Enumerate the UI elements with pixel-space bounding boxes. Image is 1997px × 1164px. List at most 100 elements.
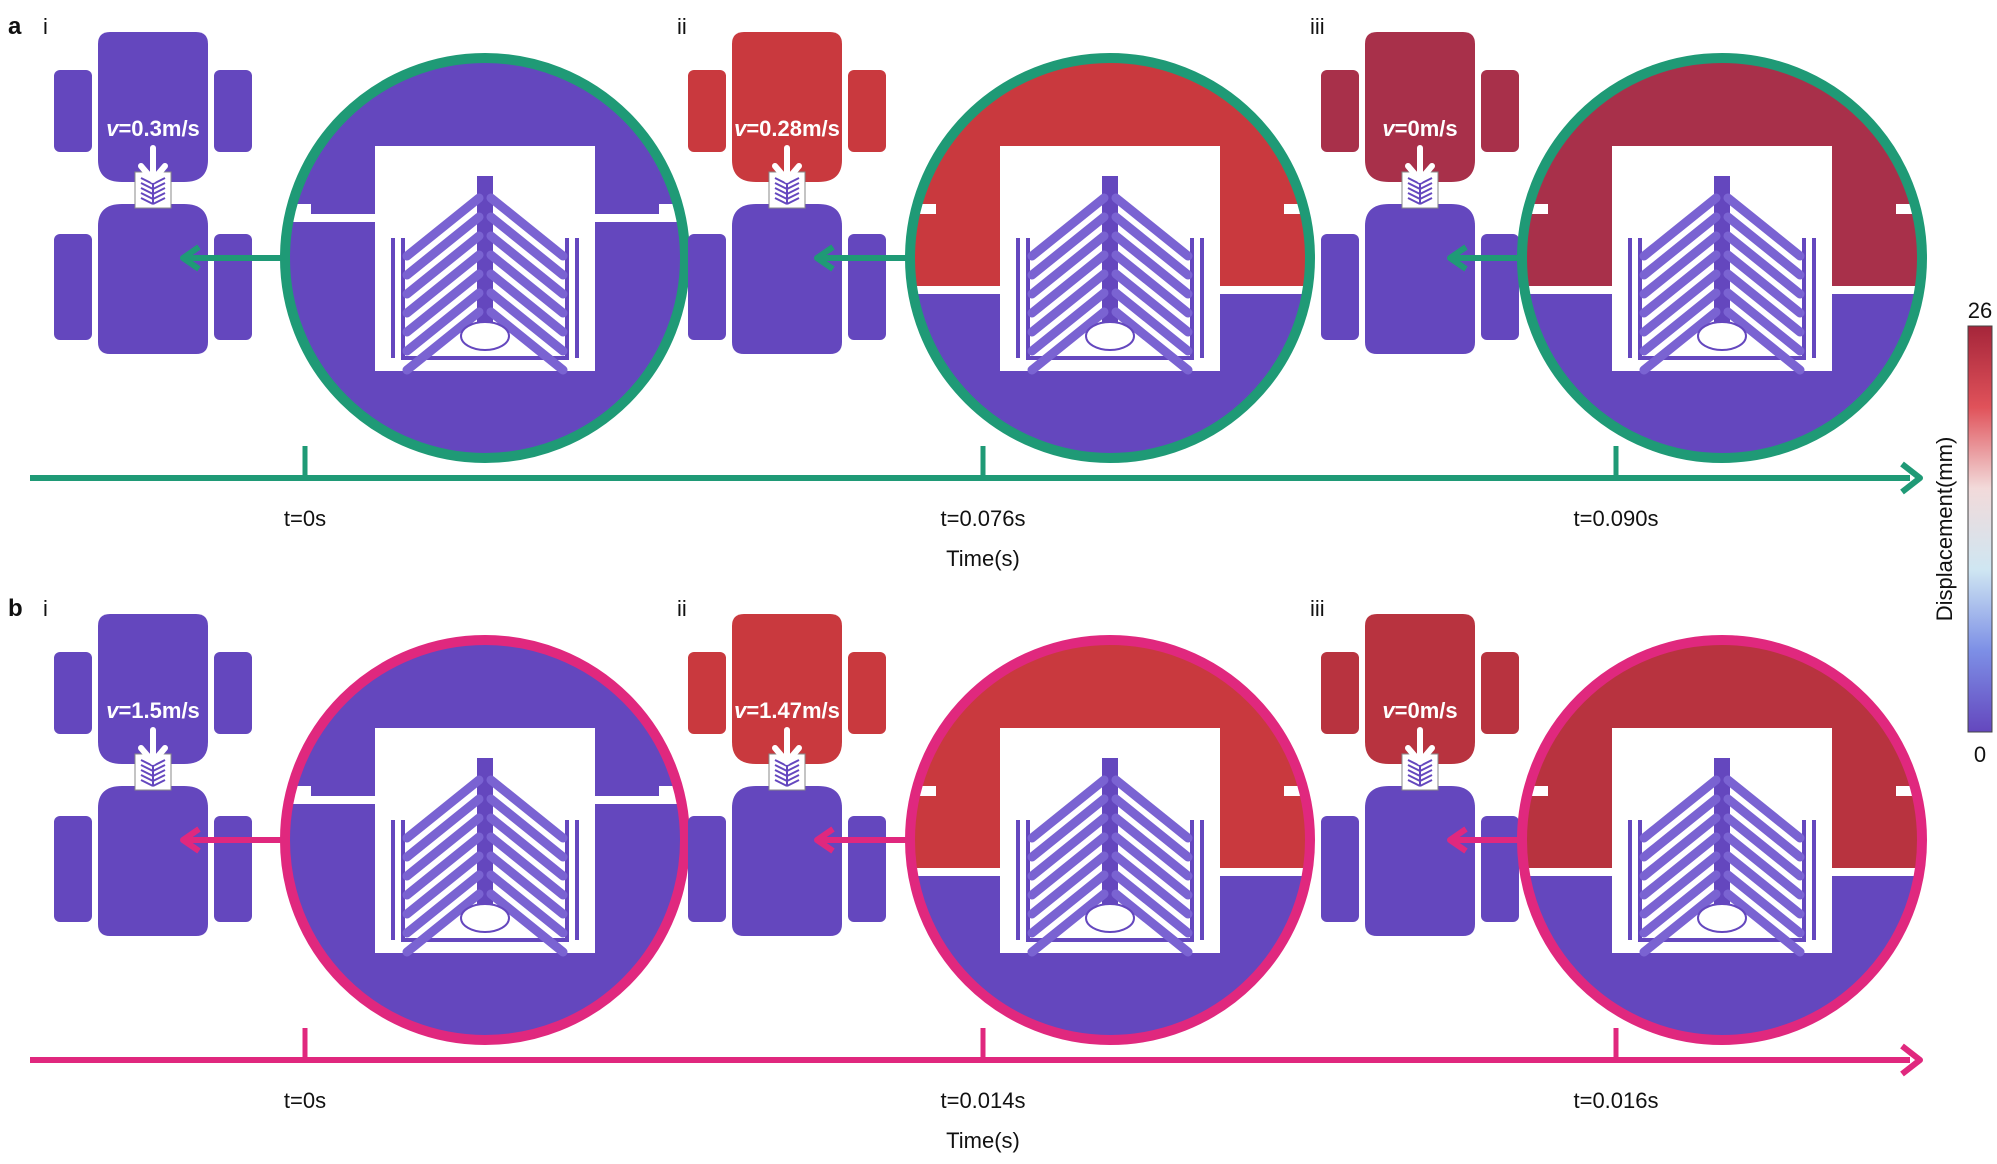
velocity-value: =1.47m/s — [746, 698, 840, 723]
absorber-beam — [486, 288, 568, 356]
absorber-beam — [1111, 212, 1193, 280]
row-label: a — [8, 13, 22, 40]
zoom-slot — [1522, 204, 1548, 214]
absorber-beam — [402, 775, 484, 843]
vehicle-wheel — [214, 652, 252, 734]
absorber-beam-small — [774, 177, 788, 185]
absorber-beam-small — [1407, 187, 1421, 195]
velocity-value: =0.28m/s — [746, 116, 840, 141]
pointer-arrowhead-icon — [1447, 826, 1468, 854]
zoom-content — [1522, 58, 1922, 458]
absorber-beam — [1111, 832, 1193, 900]
vehicle-wheel — [54, 70, 92, 152]
absorber-beam — [1027, 212, 1109, 280]
absorber-beam-small — [1407, 197, 1421, 205]
absorber-beam — [1111, 775, 1193, 843]
absorber-beam-small — [140, 779, 154, 787]
absorber-beam — [486, 269, 568, 337]
colorbar-label: Displacement(mm) — [1932, 437, 1957, 622]
time-axis-arrowhead-icon — [1900, 461, 1923, 495]
absorber-beam-small — [140, 182, 154, 190]
down-arrow-icon — [138, 145, 168, 183]
colorbar-min: 0 — [1974, 742, 1986, 767]
pointer-arrowhead-icon — [814, 244, 835, 272]
absorber-beam — [1027, 889, 1109, 957]
absorber-beam — [1723, 889, 1805, 957]
pointer-arrowhead-icon — [814, 826, 835, 854]
pointer-arrowhead-icon — [1447, 244, 1468, 272]
absorber-beam-small — [152, 779, 166, 787]
absorber-beam — [1027, 775, 1109, 843]
absorber-beam — [1639, 269, 1721, 337]
absorber-beam-small — [140, 774, 154, 782]
absorber-beam — [1639, 794, 1721, 862]
absorber-beam — [402, 231, 484, 299]
absorber-beam — [1723, 307, 1805, 375]
absorber-beam-small — [1419, 192, 1433, 200]
absorber-beam-small — [786, 764, 800, 772]
absorber-node — [1697, 321, 1747, 351]
absorber-beam — [1027, 851, 1109, 919]
vehicle-wheel — [688, 234, 726, 340]
vehicle-lower-body — [98, 204, 208, 354]
absorber-beam-small — [774, 774, 788, 782]
absorber-beam — [1639, 288, 1721, 356]
absorber-beam — [1723, 250, 1805, 318]
absorber-beam — [486, 832, 568, 900]
absorber-beam — [1723, 288, 1805, 356]
absorber-beam — [1723, 212, 1805, 280]
time-label: t=0s — [284, 1088, 326, 1113]
absorber-beam-small — [140, 192, 154, 200]
absorber-node — [460, 903, 510, 933]
absorber-beam — [402, 813, 484, 881]
absorber-beam — [1723, 813, 1805, 881]
absorber-beam — [1111, 307, 1193, 375]
absorber-beam — [1111, 813, 1193, 881]
absorber-beam-small — [152, 182, 166, 190]
vehicle-wheel — [1481, 70, 1519, 152]
absorber-beam — [1723, 870, 1805, 938]
panel-a-i: iv=0.3m/st=0s — [43, 14, 690, 531]
time-label: t=0.014s — [940, 1088, 1025, 1113]
down-arrow-icon — [772, 727, 802, 765]
velocity-value: =0m/s — [1395, 698, 1458, 723]
absorber-beam-small — [1407, 779, 1421, 787]
velocity-label: v=0m/s — [1382, 698, 1457, 723]
panel-roman: iii — [1310, 596, 1325, 621]
down-arrow-icon — [1405, 727, 1435, 765]
absorber-beam-small — [152, 759, 166, 767]
zoom-ring — [1517, 635, 1927, 1045]
absorber-node — [1085, 903, 1135, 933]
absorber-beam — [1639, 832, 1721, 900]
absorber-beam-small — [774, 187, 788, 195]
vehicle-wheel — [848, 234, 886, 340]
absorber-beam — [486, 250, 568, 318]
absorber-beam — [402, 889, 484, 957]
vehicle-wheel — [848, 652, 886, 734]
vehicle-lower-body — [732, 204, 842, 354]
panel-roman: i — [43, 14, 48, 39]
absorber-beam — [486, 889, 568, 957]
absorber-beam-small — [140, 197, 154, 205]
zoom-slot — [1522, 786, 1548, 796]
velocity-label: v=1.5m/s — [106, 698, 200, 723]
panel-b-ii: iiv=1.47m/st=0.014s — [677, 596, 1315, 1113]
absorber-beam-small — [140, 769, 154, 777]
absorber-beam-small — [152, 177, 166, 185]
zoom-ring — [280, 635, 690, 1045]
velocity-value: =1.5m/s — [118, 698, 199, 723]
absorber-beam-small — [152, 774, 166, 782]
vehicle-wheel — [688, 70, 726, 152]
vehicle-lower-body — [1365, 204, 1475, 354]
vehicle-wheel — [1321, 816, 1359, 922]
absorber-beam — [402, 832, 484, 900]
down-arrow-icon — [772, 145, 802, 183]
vehicle-wheel — [848, 816, 886, 922]
absorber-beam-small — [786, 759, 800, 767]
vehicle-wheel — [1321, 652, 1359, 734]
vehicle-wheel — [214, 816, 252, 922]
